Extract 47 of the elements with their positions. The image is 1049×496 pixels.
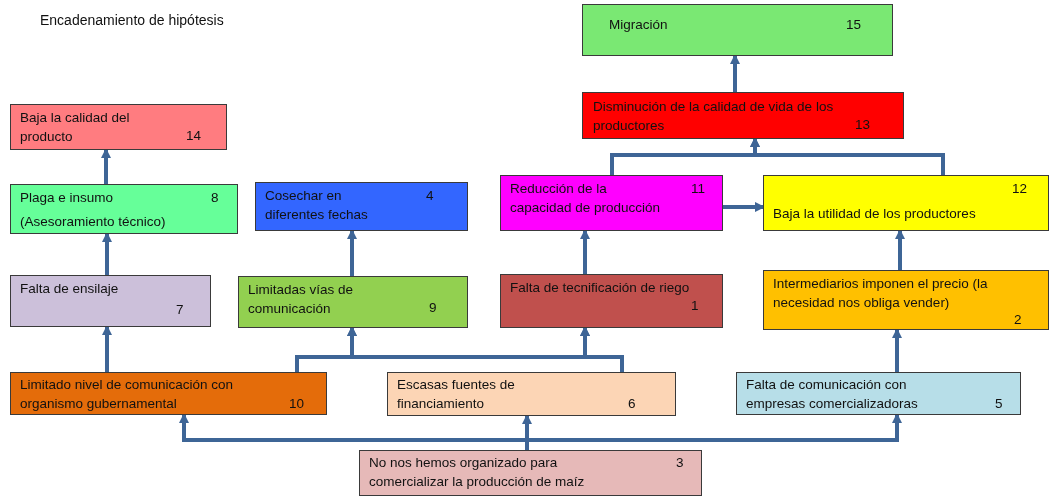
hypothesis-text: Falta de ensilaje	[20, 280, 119, 298]
hypothesis-text: Limitado nivel de comunicación con organismo gubernamental	[20, 376, 235, 413]
hypothesis-text: Limitadas vías de comunicación	[248, 281, 355, 318]
hypothesis-box	[10, 275, 211, 327]
hypothesis-text: Baja la utilidad de los productores	[773, 205, 976, 223]
hypothesis-text: Disminución de la calidad de vida de los productores	[593, 98, 835, 135]
hypothesis-number: 8	[211, 189, 219, 207]
hypothesis-number: 1	[691, 297, 699, 315]
hypothesis-box	[10, 184, 238, 234]
hypothesis-box	[500, 175, 723, 231]
hypothesis-number: 4	[426, 187, 434, 205]
hypothesis-box	[736, 372, 1021, 415]
hypothesis-number: 15	[846, 16, 862, 34]
hypothesis-number: 14	[186, 127, 202, 145]
hypothesis-box	[582, 4, 893, 56]
hypothesis-box	[387, 372, 676, 416]
diagram-title: Encadenamiento de hipótesis	[40, 12, 224, 28]
hypothesis-box	[238, 276, 468, 328]
hypothesis-box	[10, 104, 227, 150]
hypothesis-number: 7	[176, 301, 184, 319]
hypothesis-text: Intermediarios imponen el precio (la necesidad nos obliga vender)	[773, 275, 989, 312]
hypothesis-number: 10	[289, 395, 305, 413]
hypothesis-number: 5	[995, 395, 1003, 413]
hypothesis-number: 12	[1012, 180, 1028, 198]
hypothesis-text: Cosechar en diferentes fechas	[265, 187, 369, 224]
hypothesis-number: 2	[1014, 311, 1022, 329]
hypothesis-text: Escasas fuentes de financiamiento	[397, 376, 516, 413]
hypothesis-text: No nos hemos organizado para comercializar la producción de maíz	[369, 454, 586, 491]
hypothesis-text: Plaga e insumo	[20, 189, 114, 207]
hypothesis-text: Falta de comunicación con empresas comercializadoras	[746, 376, 919, 413]
hypothesis-number: 9	[429, 299, 437, 317]
hypothesis-text: Migración	[609, 16, 668, 34]
hypothesis-number: 11	[691, 180, 705, 198]
hypothesis-number: 6	[628, 395, 636, 413]
hypothesis-text: Baja la calidad del producto	[20, 109, 131, 146]
hypothesis-text: Reducción de la capacidad de producción	[510, 180, 662, 217]
hypothesis-box	[10, 372, 327, 415]
hypothesis-number: 13	[855, 116, 871, 134]
hypothesis-box	[582, 92, 904, 139]
hypothesis-box	[763, 270, 1049, 330]
hypothesis-text: Falta de tecnificación de riego	[510, 279, 691, 297]
hypothesis-box	[255, 182, 468, 231]
hypothesis-number: 3	[676, 454, 684, 472]
hypothesis-box	[359, 450, 702, 496]
hypothesis-box	[500, 274, 723, 328]
hypothesis-box	[763, 175, 1049, 231]
hypothesis-text: (Asesoramiento técnico)	[20, 213, 166, 231]
